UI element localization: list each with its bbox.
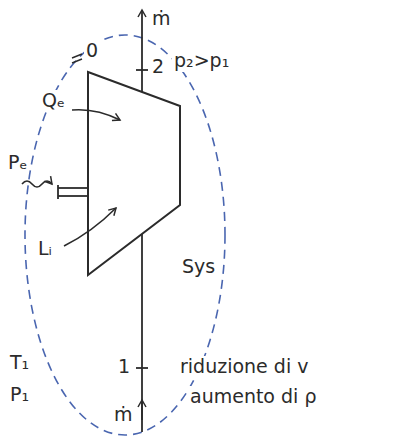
point-label: 0: [84, 40, 100, 62]
work-arrow: [64, 208, 116, 246]
state-tick: [136, 69, 148, 71]
temperature-label: T₁: [8, 352, 31, 374]
pressure-note: p₂>p₁: [172, 50, 231, 72]
pressure-label: P₁: [8, 384, 31, 406]
shaft: [57, 185, 59, 199]
power-arrow: [22, 181, 52, 187]
state-tick: [136, 367, 148, 369]
note-text: aumento di ρ: [188, 386, 318, 408]
heat-label: Qₑ: [40, 90, 67, 112]
heat-arrow: [72, 110, 120, 120]
outlet-flow: [141, 10, 143, 92]
mark: [72, 54, 82, 58]
shaft: [58, 195, 88, 197]
state-number: 1: [116, 356, 132, 378]
note-text: riduzione di v: [178, 356, 310, 378]
state-number: 2: [150, 56, 166, 78]
flow-label: ṁ: [112, 404, 135, 426]
shaft: [58, 187, 88, 189]
flow-label: ṁ: [150, 8, 173, 30]
compressor-symbol: [88, 72, 180, 275]
work-label: Lᵢ: [36, 238, 54, 260]
system-label: Sys: [180, 256, 217, 278]
power-label: Pₑ: [6, 152, 29, 174]
inlet-flow: [141, 234, 143, 432]
inlet-arrow: [141, 400, 143, 420]
mark: [72, 59, 82, 63]
